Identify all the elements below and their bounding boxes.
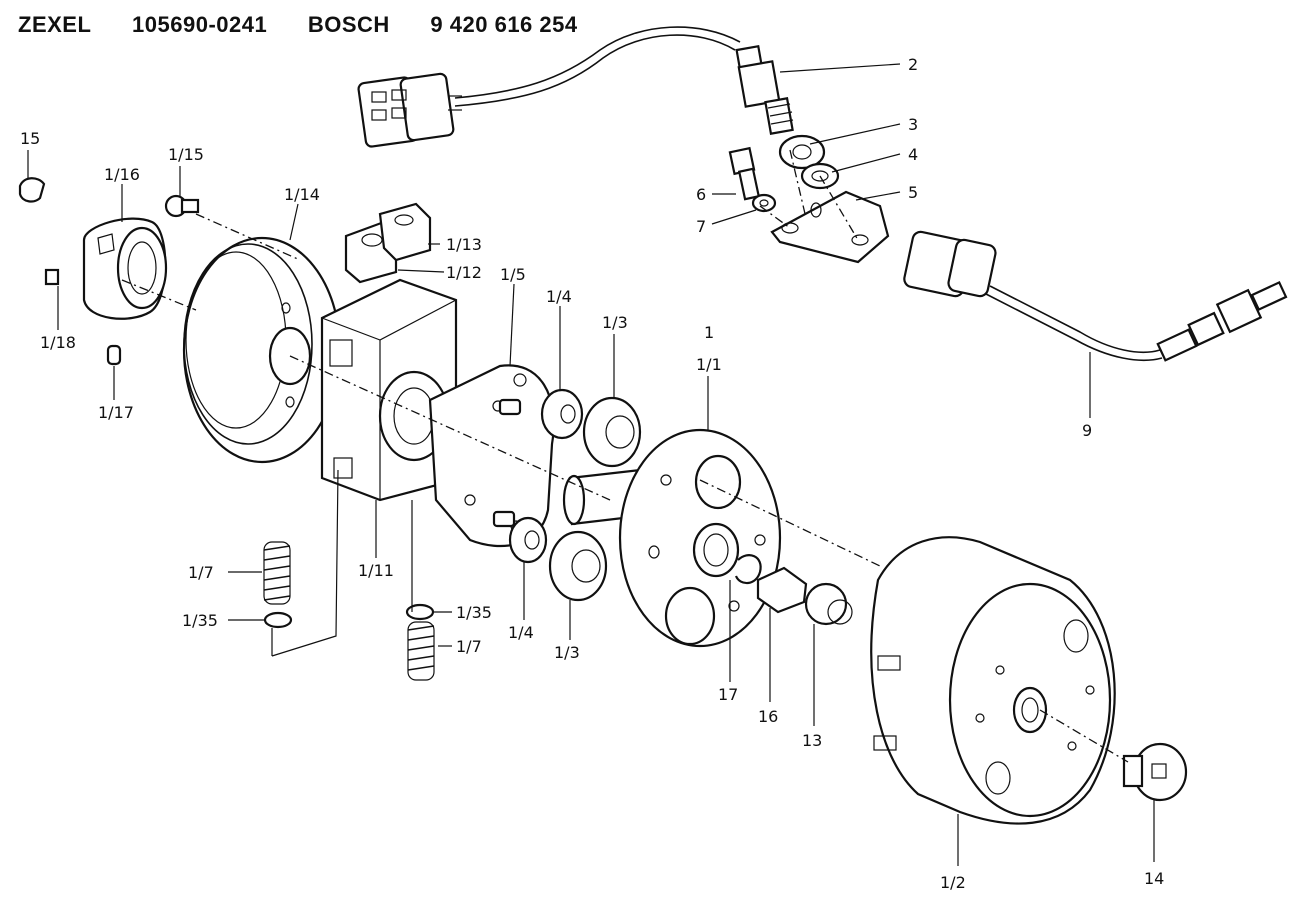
callout-5: 5 bbox=[908, 183, 918, 202]
housing-part-1-11 bbox=[320, 278, 458, 502]
center-lines bbox=[121, 149, 1129, 763]
speed-sensor bbox=[735, 44, 794, 135]
callout-14: 14 bbox=[1144, 869, 1164, 888]
part-number-bosch: 9 420 616 254 bbox=[430, 12, 578, 37]
ring-part-1-3-lower bbox=[548, 530, 608, 602]
callout-15: 15 bbox=[20, 129, 40, 148]
callout-7: 7 bbox=[696, 217, 706, 236]
cable-part-9 bbox=[903, 230, 1288, 362]
nut-part-16 bbox=[756, 566, 808, 614]
block-part-1-13 bbox=[378, 202, 432, 262]
callout-1-16: 1/16 bbox=[104, 165, 140, 184]
washer-part-1-35-right bbox=[405, 603, 435, 621]
page-header: ZEXEL 105690-0241 BOSCH 9 420 616 254 bbox=[18, 12, 612, 38]
callout-1-3-lower: 1/3 bbox=[554, 643, 580, 662]
callout-1-35-right: 1/35 bbox=[456, 603, 492, 622]
callout-2: 2 bbox=[908, 55, 918, 74]
brand-zexel: ZEXEL bbox=[18, 12, 92, 37]
callout-1-4-upper: 1/4 bbox=[546, 287, 572, 306]
key-part-15 bbox=[18, 177, 46, 203]
callout-13: 13 bbox=[802, 731, 822, 750]
callout-3: 3 bbox=[908, 115, 918, 134]
callout-labels: 15 1/15 1/16 1/14 1/13 1/12 1/5 1/4 1/3 … bbox=[20, 55, 1164, 892]
callout-9: 9 bbox=[1082, 421, 1092, 440]
sensor-cable-assembly bbox=[357, 26, 741, 148]
flywheel-part-1-14 bbox=[182, 236, 342, 464]
bolt-part-6 bbox=[728, 146, 761, 201]
callout-1-1: 1/1 bbox=[696, 355, 722, 374]
callout-1-14: 1/14 bbox=[284, 185, 320, 204]
callout-1-5: 1/5 bbox=[500, 265, 526, 284]
roller-part-1-4-upper bbox=[540, 388, 584, 440]
pin-part-1-18 bbox=[44, 268, 60, 286]
callout-1-17: 1/17 bbox=[98, 403, 134, 422]
callout-17: 17 bbox=[718, 685, 738, 704]
screw-plug-part-14 bbox=[1122, 742, 1188, 802]
part-number-zexel: 105690-0241 bbox=[132, 12, 268, 37]
spring-part-1-7-left bbox=[263, 541, 291, 605]
roller-part-1-4-lower bbox=[508, 516, 548, 564]
callout-1-15: 1/15 bbox=[168, 145, 204, 164]
washer-part-1-35-left bbox=[263, 611, 293, 629]
callout-1-2: 1/2 bbox=[940, 873, 966, 892]
bracket-part-5 bbox=[770, 190, 890, 264]
hub-part-1-1 bbox=[618, 428, 782, 648]
callout-1-35-left: 1/35 bbox=[182, 611, 218, 630]
plug-part-13 bbox=[804, 582, 853, 626]
callout-1-18: 1/18 bbox=[40, 333, 76, 352]
washer-part-7 bbox=[751, 193, 777, 213]
callout-1-12: 1/12 bbox=[446, 263, 482, 282]
callout-1: 1 bbox=[704, 323, 714, 342]
callout-16: 16 bbox=[758, 707, 778, 726]
ring-part-1-3-upper bbox=[582, 396, 642, 468]
screw-part-1-15 bbox=[164, 194, 200, 218]
callout-1-4-lower: 1/4 bbox=[508, 623, 534, 642]
callout-1-7-right: 1/7 bbox=[456, 637, 482, 656]
cover-part-1-2 bbox=[870, 536, 1116, 825]
clip-part-17 bbox=[734, 554, 762, 585]
spring-part-1-7-right bbox=[407, 621, 435, 681]
sleeve-part-1-16 bbox=[82, 217, 168, 320]
brand-bosch: BOSCH bbox=[307, 12, 390, 37]
callout-1-7-left: 1/7 bbox=[188, 563, 214, 582]
nut-part-3 bbox=[778, 134, 826, 170]
plate-part-1-5 bbox=[428, 364, 555, 547]
callout-1-3-upper: 1/3 bbox=[602, 313, 628, 332]
leader-lines bbox=[27, 63, 1155, 866]
callout-4: 4 bbox=[908, 145, 918, 164]
pin-part-1-17 bbox=[106, 344, 122, 366]
callout-1-13: 1/13 bbox=[446, 235, 482, 254]
callout-1-11: 1/11 bbox=[358, 561, 394, 580]
callout-6: 6 bbox=[696, 185, 706, 204]
